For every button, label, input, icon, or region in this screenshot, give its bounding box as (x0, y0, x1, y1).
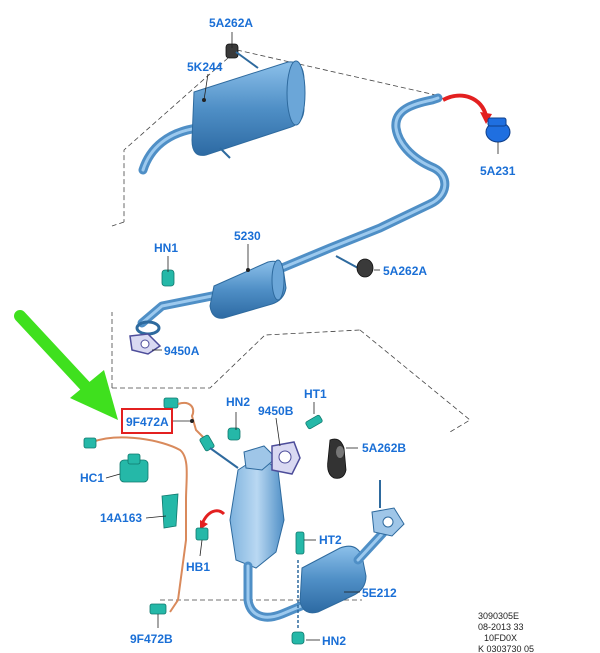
label-5k244: 5K244 (187, 60, 223, 74)
bracket-14a163 (161, 493, 179, 529)
label-5a262a-mid: 5A262A (383, 264, 427, 278)
rear-muffler (138, 60, 306, 175)
label-5a262b: 5A262B (362, 441, 406, 455)
stud-ht1 (305, 414, 323, 430)
label-5230: 5230 (234, 229, 261, 243)
leader-lines (105, 32, 499, 641)
rubber-hanger-mid (335, 255, 374, 278)
ref-line-3: 10FD0X (484, 633, 517, 643)
gasket-9450a (129, 333, 162, 355)
label-14a163: 14A163 (100, 511, 142, 525)
label-hb1: HB1 (186, 560, 210, 574)
ref-line-4: K 0303730 05 (478, 644, 534, 653)
ref-line-2: 08-2013 33 (478, 622, 524, 632)
rubber-hanger-top (225, 43, 259, 69)
label-hc1: HC1 (80, 471, 104, 485)
red-arrow-small-icon (200, 509, 226, 525)
oxygen-sensor-downstream (83, 436, 188, 615)
bolt-hb1 (195, 509, 226, 541)
label-5a231: 5A231 (480, 164, 516, 178)
label-9f472b: 9F472B (130, 632, 173, 646)
nut-hn2-bottom (291, 560, 305, 645)
label-9450b: 9450B (258, 404, 294, 418)
gasket-9450b (271, 441, 301, 475)
rubber-hanger-5a262b (327, 438, 347, 479)
ref-line-1: 3090305E (478, 611, 519, 621)
oxygen-sensor-upstream (163, 397, 239, 469)
nut-hn2-top (227, 427, 241, 441)
stud-ht2 (295, 531, 305, 555)
label-ht2: HT2 (319, 533, 342, 547)
hanger-hn1 (161, 269, 175, 287)
label-9450a: 9450A (164, 344, 200, 358)
label-5e212: 5E212 (362, 586, 397, 600)
label-hn1: HN1 (154, 241, 178, 255)
intermediate-pipe (135, 93, 450, 336)
label-5a262a-top: 5A262A (209, 16, 253, 30)
red-arrow-icon (442, 93, 488, 117)
highlight-box (121, 408, 173, 434)
green-arrow-icon (14, 310, 118, 420)
front-pipe-catalytic-converter (229, 445, 405, 622)
clamp-part (442, 93, 511, 143)
label-hn2-bottom: HN2 (322, 634, 346, 648)
label-hn2-top: HN2 (226, 395, 250, 409)
label-ht1: HT1 (304, 387, 327, 401)
label-9f472a: 9F472A (126, 415, 169, 429)
